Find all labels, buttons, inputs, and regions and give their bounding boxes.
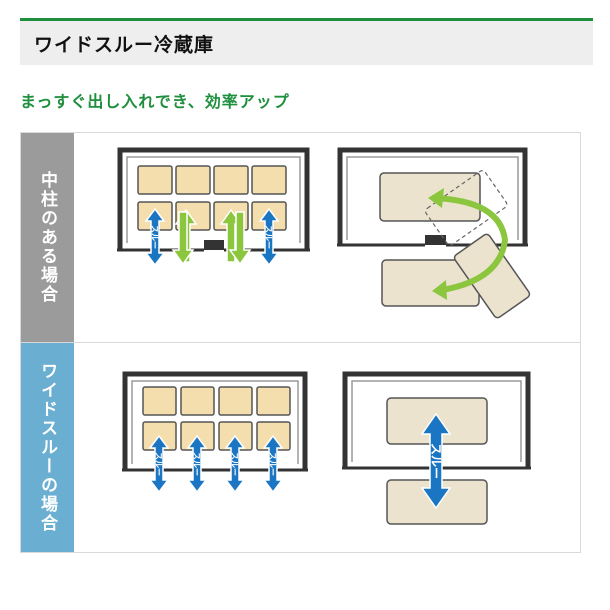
through-arrow-label: スルー xyxy=(154,452,163,476)
rotate-arrow-head xyxy=(428,188,444,208)
row-divider xyxy=(20,342,581,343)
subtitle: まっすぐ出し入れでき、効率アップ xyxy=(20,92,290,111)
page-title: ワイドスルー冷蔵庫 xyxy=(34,33,215,56)
through-arrow-label: スルー xyxy=(268,452,277,476)
through-arrow-label: スルー xyxy=(150,225,159,249)
through-arrow-label: スルー xyxy=(429,443,443,479)
through-arrow-label: スルー xyxy=(264,225,273,249)
cart-rotated xyxy=(453,233,531,319)
row-label-text: 中柱のある場合 xyxy=(37,171,57,304)
rotate-arrow xyxy=(431,195,509,293)
header-accent-rule xyxy=(20,18,593,21)
cart-ghost xyxy=(425,170,508,246)
fridge-pillar-side-view xyxy=(337,147,531,319)
through-arrow-label: スルー xyxy=(192,452,201,476)
through-arrow-large xyxy=(420,412,452,510)
fridge-wide-side-view: スルー xyxy=(342,371,531,525)
rotate-arrow-head xyxy=(432,280,447,300)
center-pillar xyxy=(425,235,446,245)
through-arrow-label: スルー xyxy=(230,452,239,476)
row-label-text: ワイドスルーの場合 xyxy=(37,362,57,533)
header-bar: ワイドスルー冷蔵庫 xyxy=(20,21,593,65)
fridge-pillar-top-view: スルー スルー xyxy=(117,147,310,266)
row-label-center-pillar: 中柱のある場合 xyxy=(21,133,74,342)
row-label-wide-through: ワイドスルーの場合 xyxy=(21,343,74,552)
fridge-wide-top-view: スルー スルー スルー スルー xyxy=(122,371,308,493)
center-pillar xyxy=(204,240,224,250)
tray-grid xyxy=(142,386,291,451)
